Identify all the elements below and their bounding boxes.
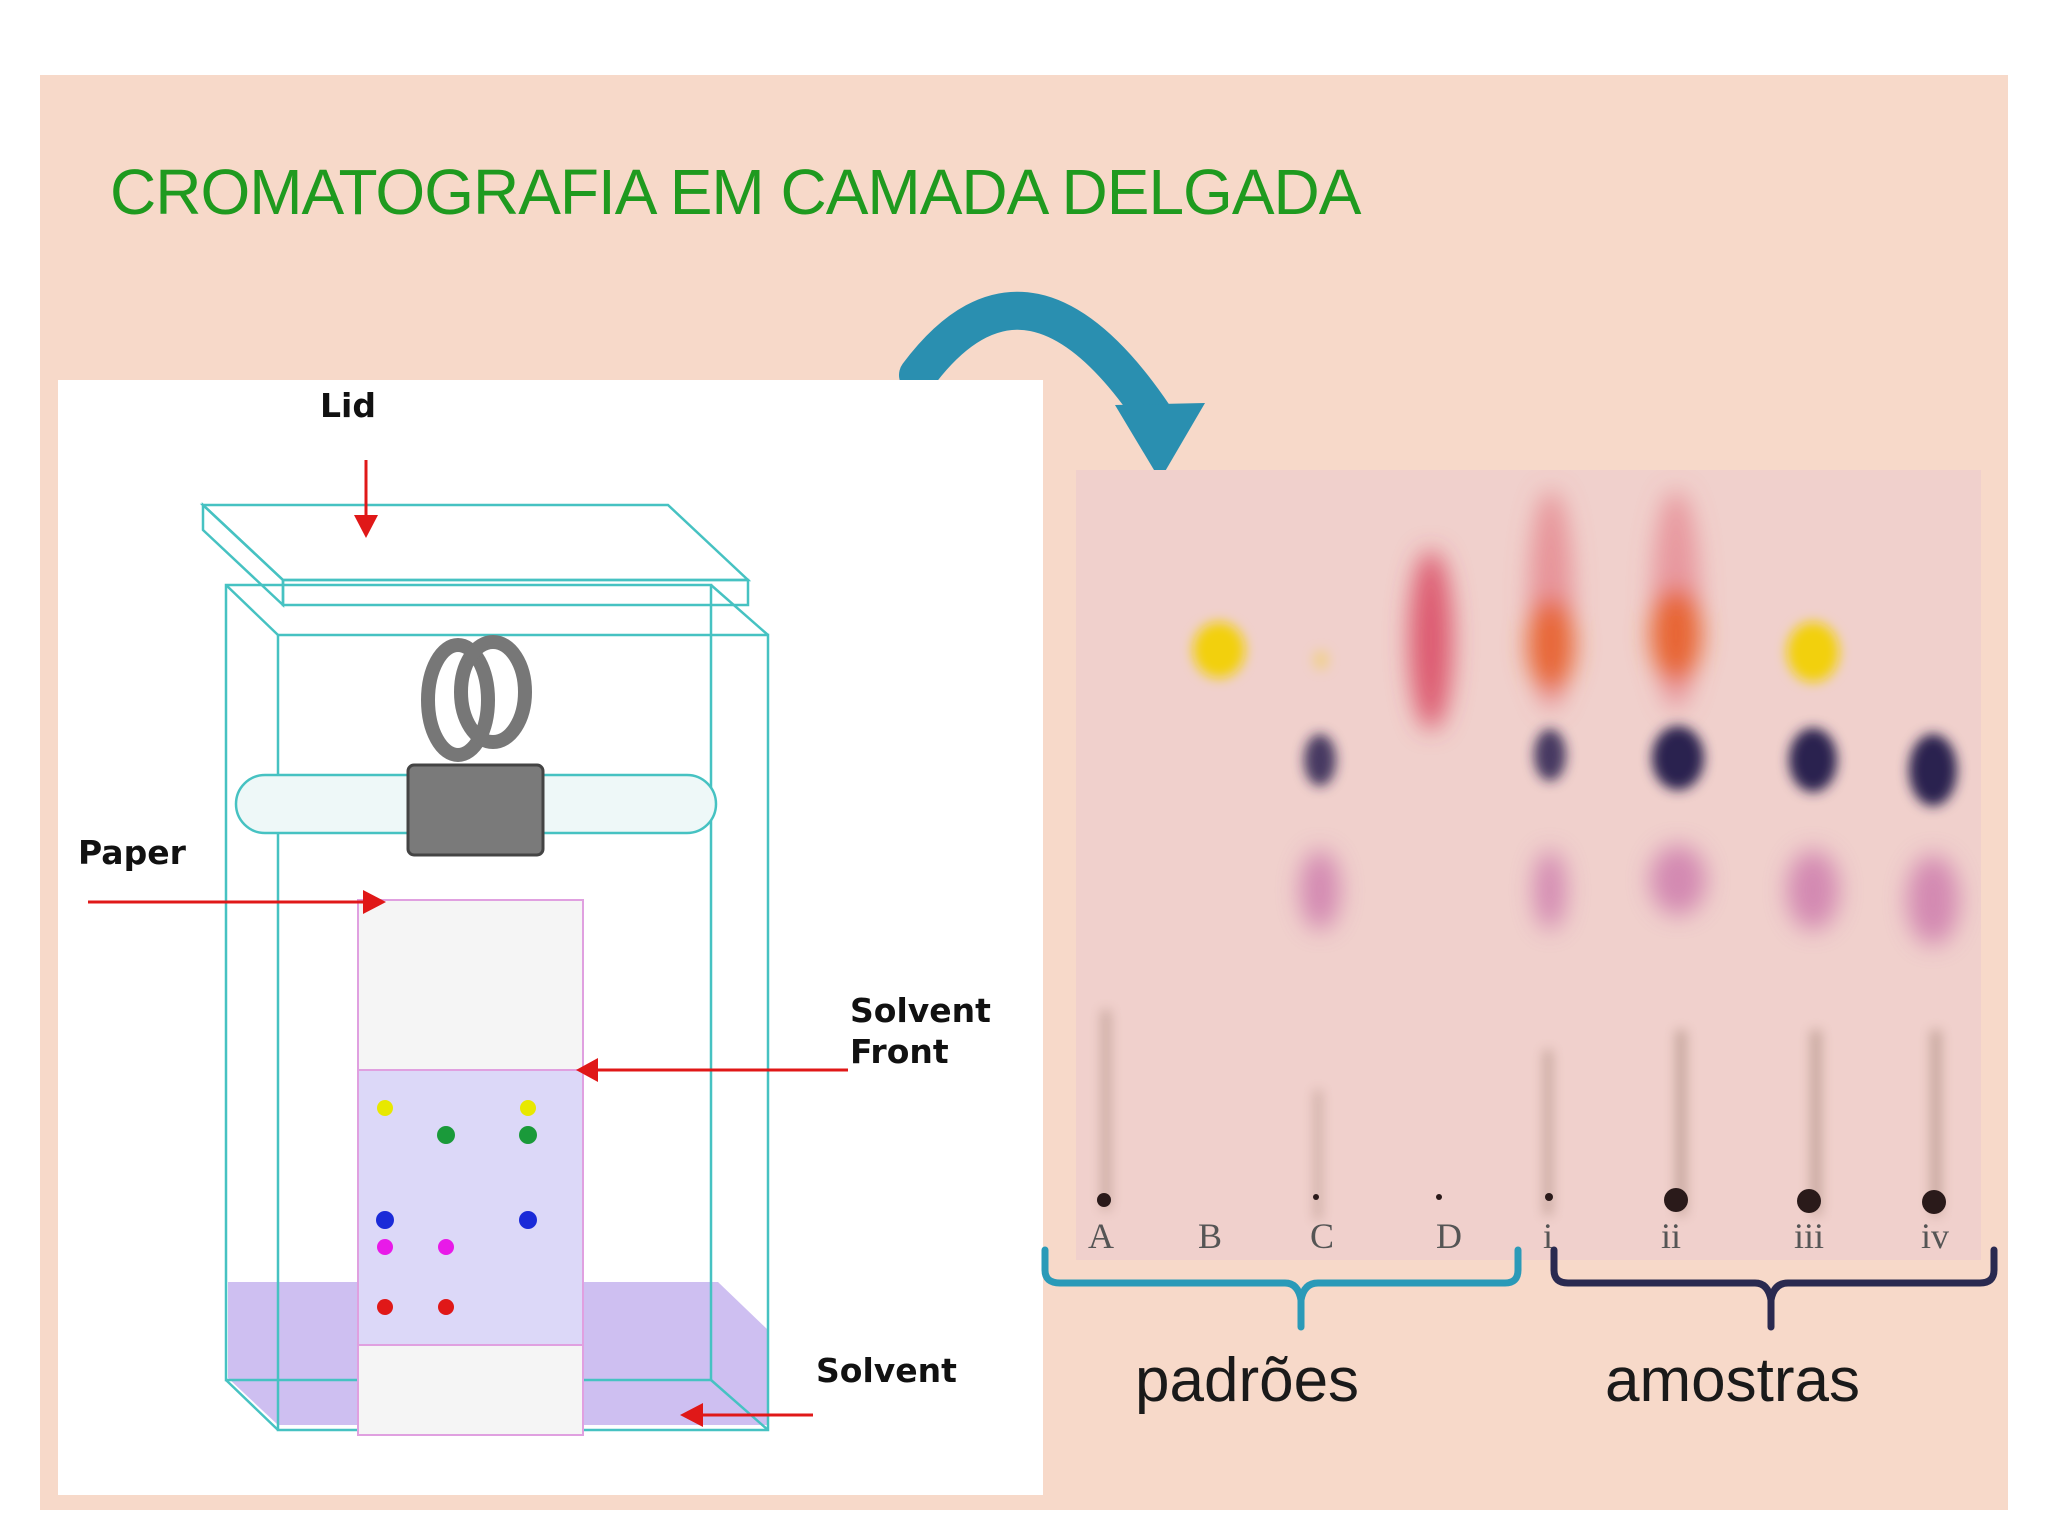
lane-label: i [1543,1216,1554,1256]
amostras-brace [1550,1246,1998,1331]
amostras-label: amostras [1605,1346,1860,1415]
lane-label: D [1436,1216,1462,1256]
padroes-label: padrões [1135,1346,1360,1415]
lane-label: A [1088,1216,1114,1256]
lane-label: iii [1794,1216,1825,1256]
slide-title: CROMATOGRAFIA EM CAMADA DELGADA [110,156,1361,228]
solvent-label: Solvent [816,1351,957,1390]
padroes-brace [1041,1246,1522,1331]
lid-label: Lid [320,386,376,425]
lane-label: ii [1661,1216,1682,1256]
paper-label: Paper [78,833,186,872]
lane-label: B [1198,1216,1223,1256]
lane-label: iv [1921,1216,1950,1256]
solvent-front-label-line2: Front [850,1032,949,1072]
lane-label: C [1310,1216,1335,1256]
slide: CROMATOGRAFIA EM CAMADA DELGADA [40,75,2008,1510]
chromatography-tank-diagram: Lid Paper Solvent Front Solvent [58,380,1043,1495]
group-braces [1041,1246,1998,1331]
solvent-front-label: Solvent Front [850,990,991,1073]
tlc-plate: A B C D i ii iii iv [1076,470,1981,1260]
solvent-front-label-line1: Solvent [850,991,991,1030]
